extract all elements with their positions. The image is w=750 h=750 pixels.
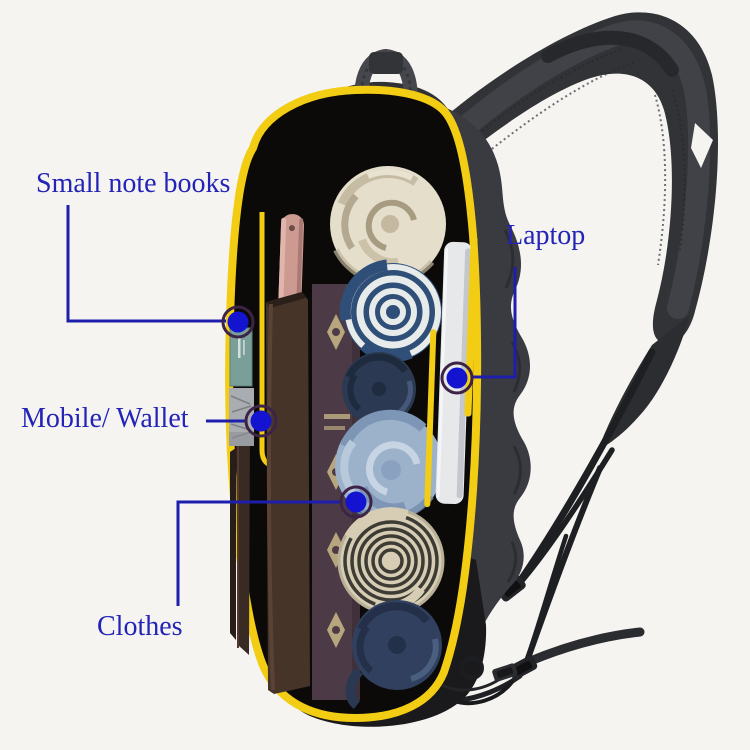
strap-buckle	[497, 575, 526, 602]
clothes-roll-striped-cream	[337, 507, 445, 615]
clothes-roll-cream	[330, 166, 446, 286]
left-wall-folder	[230, 422, 250, 655]
clothes-roll-striped-navy	[339, 259, 442, 363]
clothes-roll-light-blue	[335, 409, 443, 522]
callout-line-laptop	[471, 267, 517, 379]
callout-ring-small-note-books	[221, 305, 255, 339]
callout-ring-clothes	[339, 485, 373, 519]
callout-line-clothes	[176, 500, 342, 606]
purple-book	[312, 284, 360, 700]
cord-clip	[492, 663, 518, 682]
clothes-rolls	[330, 166, 446, 709]
callout-dot-laptop	[446, 367, 468, 389]
strap-gap-highlight	[691, 123, 713, 168]
callout-label-mobile-wallet: Mobile/ Wallet	[21, 403, 189, 434]
callout-dot-small-note-books	[227, 311, 249, 333]
callout-dots	[221, 305, 474, 519]
callout-ring-laptop	[440, 361, 474, 395]
callout-label-small-note-books: Small note books	[36, 168, 231, 199]
callout-line-small-note-books	[66, 205, 226, 323]
laptop-trim-right	[464, 236, 478, 417]
callout-dot-clothes	[345, 491, 367, 513]
phone-camera	[288, 225, 295, 232]
clothes-roll-denim	[345, 600, 442, 709]
strap-webbing	[457, 348, 656, 703]
callout-label-laptop: Laptop	[506, 220, 586, 251]
clothes-roll-navy	[342, 352, 416, 426]
laptop-trim-left	[424, 329, 437, 508]
book-title-line	[324, 426, 345, 430]
callout-ring-mobile-wallet	[244, 404, 278, 438]
cord-ring	[460, 656, 484, 680]
wallet	[229, 388, 254, 446]
book-title-line	[324, 414, 350, 419]
brown-book	[266, 292, 310, 694]
callout-label-clothes: Clothes	[97, 611, 183, 642]
bag-interior-contents	[229, 166, 478, 709]
callout-dot-mobile-wallet	[250, 410, 272, 432]
bottom-cord	[442, 656, 518, 706]
